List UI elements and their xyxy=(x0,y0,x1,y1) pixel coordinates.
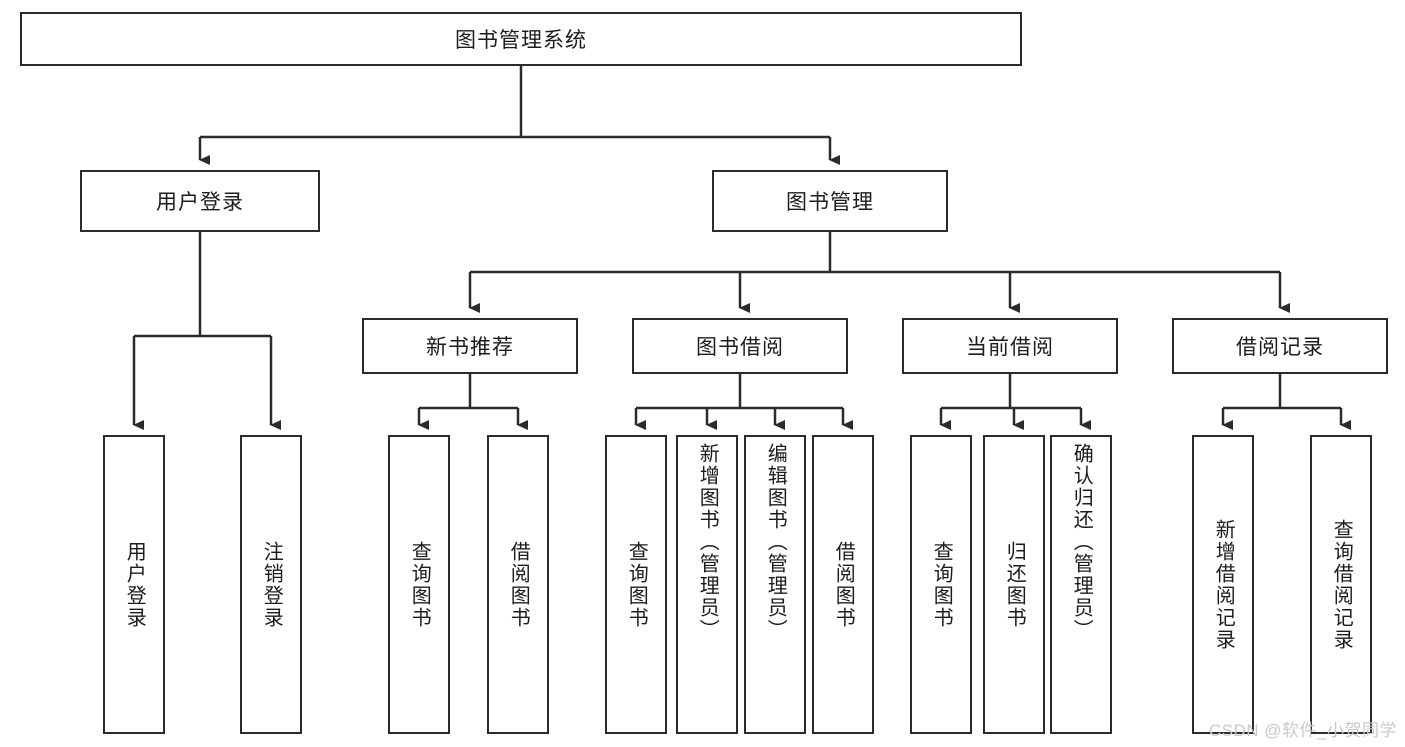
node-root[interactable]: 图书管理系统 xyxy=(20,12,1022,66)
node-leaf-8-label: 查询图书 xyxy=(930,540,953,629)
node-leaf-5[interactable]: 新增图书（管理员） xyxy=(676,435,738,734)
node-level2-0-label: 用户登录 xyxy=(156,191,244,214)
node-leaf-3[interactable]: 借阅图书 xyxy=(487,435,549,734)
node-level3-0[interactable]: 新书推荐 xyxy=(362,318,578,374)
node-leaf-10[interactable]: 确认归还（管理员） xyxy=(1050,435,1112,734)
node-level3-1-label: 图书借阅 xyxy=(696,336,784,359)
node-leaf-0-label: 用户登录 xyxy=(123,540,146,629)
node-leaf-0[interactable]: 用户登录 xyxy=(103,435,165,734)
node-leaf-6-label: 编辑图书（管理员） xyxy=(764,443,787,641)
node-leaf-11-label: 新增借阅记录 xyxy=(1212,518,1235,651)
watermark: CSDN @软件_小贺同学 xyxy=(1208,721,1397,740)
node-leaf-5-label: 新增图书（管理员） xyxy=(696,443,719,641)
node-root-label: 图书管理系统 xyxy=(455,29,587,52)
node-leaf-4[interactable]: 查询图书 xyxy=(605,435,667,734)
node-leaf-4-label: 查询图书 xyxy=(625,540,648,629)
node-leaf-9-label: 归还图书 xyxy=(1003,540,1026,629)
node-level3-3-label: 借阅记录 xyxy=(1236,336,1324,359)
node-level3-2-label: 当前借阅 xyxy=(966,336,1054,359)
node-leaf-11[interactable]: 新增借阅记录 xyxy=(1192,435,1254,734)
node-leaf-1-label: 注销登录 xyxy=(260,540,283,629)
node-leaf-1[interactable]: 注销登录 xyxy=(240,435,302,734)
node-leaf-10-label: 确认归还（管理员） xyxy=(1070,443,1093,641)
node-leaf-7[interactable]: 借阅图书 xyxy=(812,435,874,734)
node-level2-0[interactable]: 用户登录 xyxy=(80,170,320,232)
node-leaf-8[interactable]: 查询图书 xyxy=(910,435,972,734)
node-leaf-2[interactable]: 查询图书 xyxy=(388,435,450,734)
node-leaf-9[interactable]: 归还图书 xyxy=(983,435,1045,734)
node-leaf-6[interactable]: 编辑图书（管理员） xyxy=(744,435,806,734)
node-leaf-3-label: 借阅图书 xyxy=(507,540,530,629)
node-level3-2[interactable]: 当前借阅 xyxy=(902,318,1118,374)
node-level2-1[interactable]: 图书管理 xyxy=(712,170,948,232)
node-leaf-12[interactable]: 查询借阅记录 xyxy=(1310,435,1372,734)
node-level3-1[interactable]: 图书借阅 xyxy=(632,318,848,374)
node-level2-1-label: 图书管理 xyxy=(786,191,874,214)
node-level3-0-label: 新书推荐 xyxy=(426,336,514,359)
node-leaf-12-label: 查询借阅记录 xyxy=(1330,518,1353,651)
node-leaf-2-label: 查询图书 xyxy=(408,540,431,629)
node-level3-3[interactable]: 借阅记录 xyxy=(1172,318,1388,374)
node-leaf-7-label: 借阅图书 xyxy=(832,540,855,629)
